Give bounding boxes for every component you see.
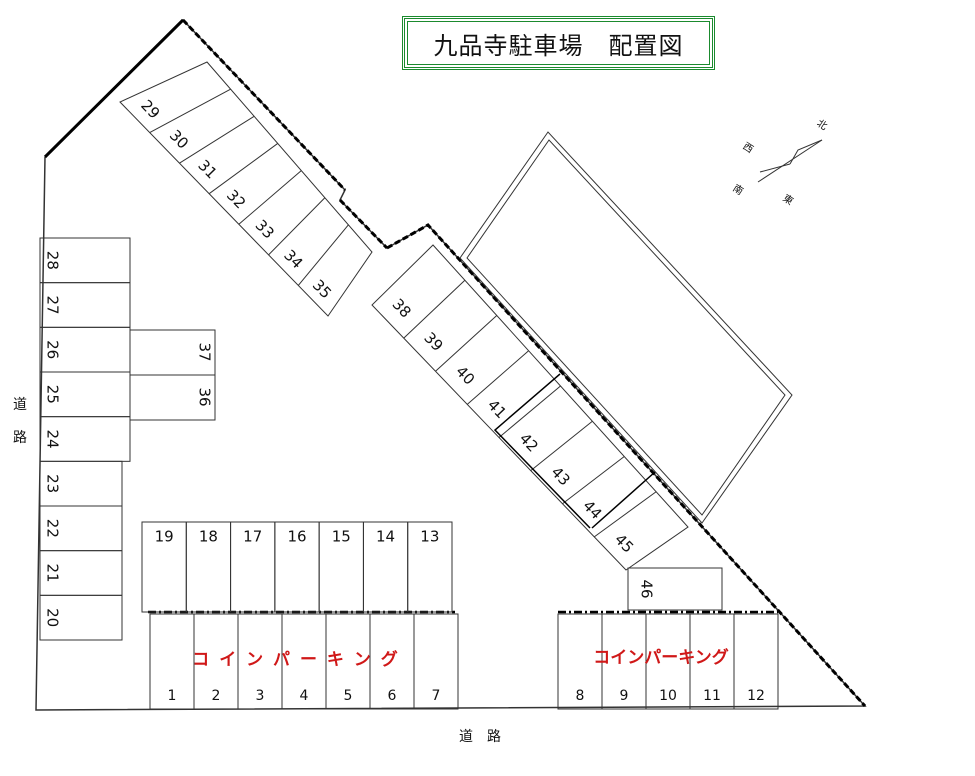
- parking-space-46: [627, 567, 723, 611]
- parking-space-label: 43: [547, 463, 573, 489]
- parking-space-label: 34: [280, 246, 306, 272]
- parking-space-label: 2: [212, 688, 221, 704]
- highlight-spaces-edge: [493, 373, 591, 529]
- parking-space-label: 16: [287, 528, 306, 546]
- space-divider: [530, 420, 593, 472]
- parking-space-label: 41: [484, 396, 510, 422]
- parking-space-36: [129, 374, 216, 421]
- parking-space-label: 1: [168, 688, 177, 704]
- parking-space-label: 29: [137, 96, 163, 122]
- parking-space-label: 23: [44, 474, 62, 493]
- parking-space-label: 17: [243, 528, 262, 546]
- compass-south: 南: [731, 181, 746, 197]
- coin-parking-label-right: コインパーキング: [593, 647, 729, 668]
- parking-space-label: 6: [388, 688, 397, 704]
- space-divider: [593, 491, 657, 538]
- parking-space-label: 12: [747, 688, 765, 704]
- parking-space-label: 45: [611, 530, 637, 556]
- space-divider: [268, 197, 326, 256]
- parking-space-label: 14: [376, 528, 395, 546]
- coin-parking-space: [733, 613, 779, 710]
- space-divider: [562, 456, 625, 505]
- parking-space-label: 21: [44, 563, 62, 582]
- space-divider: [149, 88, 231, 134]
- compass-west: 西: [741, 141, 755, 156]
- coin-parking-space: [413, 613, 459, 710]
- space-divider: [208, 143, 279, 195]
- boundary-dashed-lower: [386, 223, 867, 708]
- parking-space-label: 25: [44, 385, 62, 404]
- parking-space-label: 19: [155, 528, 174, 546]
- parking-space-label: 22: [44, 519, 62, 538]
- compass-arrow-icon: [789, 139, 823, 165]
- parking-space-label: 26: [44, 340, 62, 359]
- parking-space-label: 18: [199, 528, 218, 546]
- parking-space-label: 42: [516, 430, 542, 456]
- road-label-bottom: 道 路: [459, 729, 501, 745]
- highlight-spaces-edge: [591, 471, 656, 529]
- space-divider: [297, 224, 349, 286]
- parking-space-label: 5: [344, 688, 353, 704]
- parking-space-label: 30: [166, 126, 192, 152]
- parking-space-top: [407, 521, 453, 613]
- space-divider: [435, 315, 498, 372]
- parking-space-label: 40: [452, 362, 478, 388]
- boundary-heavy-edge: [43, 18, 185, 159]
- boundary-dashed-step: [338, 198, 389, 250]
- road-label-left: 路: [13, 430, 27, 446]
- parking-space-label: 31: [194, 156, 220, 182]
- parking-space-label: 27: [44, 295, 62, 314]
- parking-space-label: 35: [309, 276, 335, 302]
- parking-space-label: 36: [196, 387, 214, 406]
- coin-parking-label-left: コ イ ン パ ー キ ン グ: [192, 649, 399, 670]
- parking-space-label: 46: [638, 579, 656, 598]
- parking-space-label: 7: [432, 688, 441, 704]
- parking-space-label: 9: [620, 688, 629, 704]
- upper-diagonal-strip: [119, 61, 373, 317]
- parking-space-left: [39, 594, 123, 641]
- page-title: 九品寺駐車場 配置図: [402, 16, 715, 70]
- parking-space-label: 15: [332, 528, 351, 546]
- building-outline-outer: [459, 131, 793, 524]
- parking-space-label: 28: [44, 251, 62, 270]
- compass-cross-icon: [759, 163, 791, 173]
- parking-space-label: 39: [420, 329, 446, 355]
- parking-space-label: 13: [420, 528, 439, 546]
- parking-space-label: 37: [196, 342, 214, 361]
- road-label-left: 道: [13, 397, 27, 413]
- space-divider: [498, 385, 561, 438]
- compass-east: 東: [781, 191, 796, 207]
- parking-space-label: 11: [703, 688, 721, 704]
- parking-space-label: 10: [659, 688, 677, 704]
- compass-needle-icon: [757, 139, 823, 183]
- space-divider: [238, 170, 302, 225]
- space-divider: [466, 350, 529, 405]
- parking-space-label: 8: [576, 688, 585, 704]
- parking-space-label: 33: [252, 216, 278, 242]
- parking-space-label: 20: [44, 608, 62, 627]
- parking-space-label: 4: [300, 688, 309, 704]
- compass-north: 北: [815, 117, 830, 133]
- space-divider: [179, 115, 255, 164]
- building-outline-inner: [466, 139, 786, 516]
- parking-space-label: 24: [44, 429, 62, 448]
- lower-diagonal-strip: [371, 244, 689, 571]
- parking-space-label: 3: [256, 688, 265, 704]
- parking-space-label: 38: [389, 295, 415, 321]
- space-divider: [403, 279, 466, 339]
- boundary-dashed-upper: [181, 18, 347, 192]
- parking-space-label: 32: [223, 186, 249, 212]
- site-boundary: [35, 18, 867, 711]
